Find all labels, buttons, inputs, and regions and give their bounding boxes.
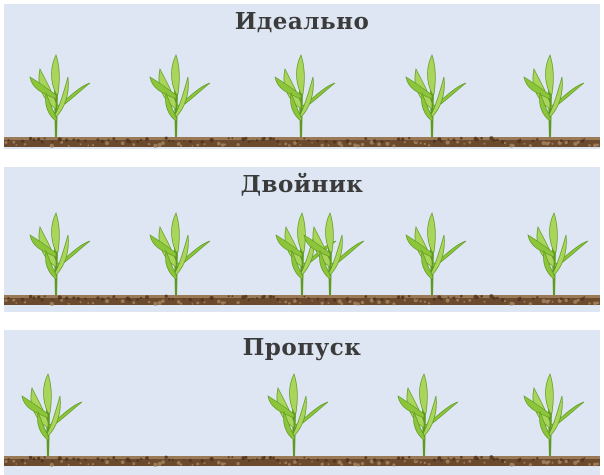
soil-strip bbox=[4, 455, 600, 467]
soil-strip bbox=[4, 136, 600, 148]
corn-seedling-icon bbox=[398, 374, 458, 458]
row-scene-skip bbox=[4, 330, 600, 475]
corn-seedling-icon bbox=[30, 55, 90, 139]
corn-seedling-icon bbox=[30, 213, 90, 297]
corn-seedling-icon bbox=[268, 374, 328, 458]
corn-seedling-icon bbox=[22, 374, 82, 458]
corn-seedling-icon bbox=[275, 55, 335, 139]
corn-seedling-icon bbox=[524, 55, 584, 139]
row-scene-ideal bbox=[4, 4, 600, 149]
row-scene-double bbox=[4, 167, 600, 312]
corn-seedling-icon bbox=[528, 213, 588, 297]
corn-seedling-icon bbox=[524, 374, 584, 458]
corn-seedling-icon bbox=[150, 213, 210, 297]
corn-seedling-icon bbox=[406, 213, 466, 297]
panel-double: Двойник bbox=[4, 167, 600, 312]
panel-skip: Пропуск bbox=[4, 330, 600, 475]
panel-ideal: Идеально bbox=[4, 4, 600, 149]
corn-seedling-icon bbox=[406, 55, 466, 139]
soil-strip bbox=[4, 294, 600, 306]
corn-seedling-icon bbox=[150, 55, 210, 139]
